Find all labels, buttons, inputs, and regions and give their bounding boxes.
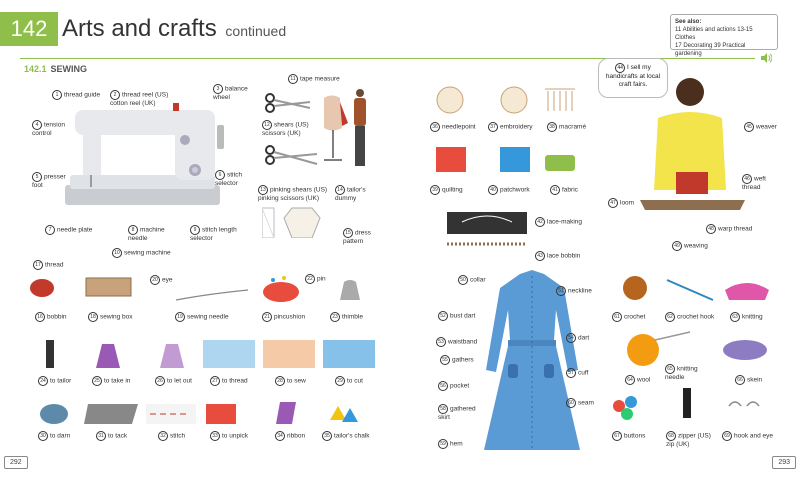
speaker-icon[interactable] — [760, 52, 772, 64]
speech-bubble: 44 I sell my handicrafts at local craft … — [598, 58, 668, 98]
title-subtitle: continued — [225, 23, 287, 39]
chapter-number: 142 — [0, 12, 58, 46]
row3-illustrations — [40, 402, 358, 424]
page-title: Arts and crafts continued — [62, 12, 286, 48]
crafts-illustrations — [436, 86, 575, 172]
row2-illustrations — [46, 340, 375, 368]
tools-illustration — [262, 89, 366, 238]
see-also-title: See also: — [675, 19, 702, 25]
yarn-notions-illustrations — [613, 276, 769, 420]
page-number-left: 292 — [4, 456, 28, 469]
see-also-box: See also: 11 Abilities and actions 13-15… — [670, 14, 778, 57]
page-number-right: 293 — [772, 456, 796, 469]
title-text: Arts and crafts — [62, 15, 217, 42]
see-also-line-2: 17 Decorating 39 Practical gardening — [675, 43, 746, 57]
section-title: SEWING — [50, 64, 88, 74]
see-also-line-1: 11 Abilities and actions 13-15 Clothes — [675, 27, 753, 41]
section-number: 142.1 — [24, 64, 47, 74]
header-rule — [20, 58, 755, 59]
weaver-illustration — [640, 78, 745, 210]
lace-illustration — [447, 212, 527, 246]
row1-illustrations — [30, 276, 360, 302]
dress-illustration — [484, 270, 580, 450]
sewing-machine-illustration — [65, 103, 224, 205]
